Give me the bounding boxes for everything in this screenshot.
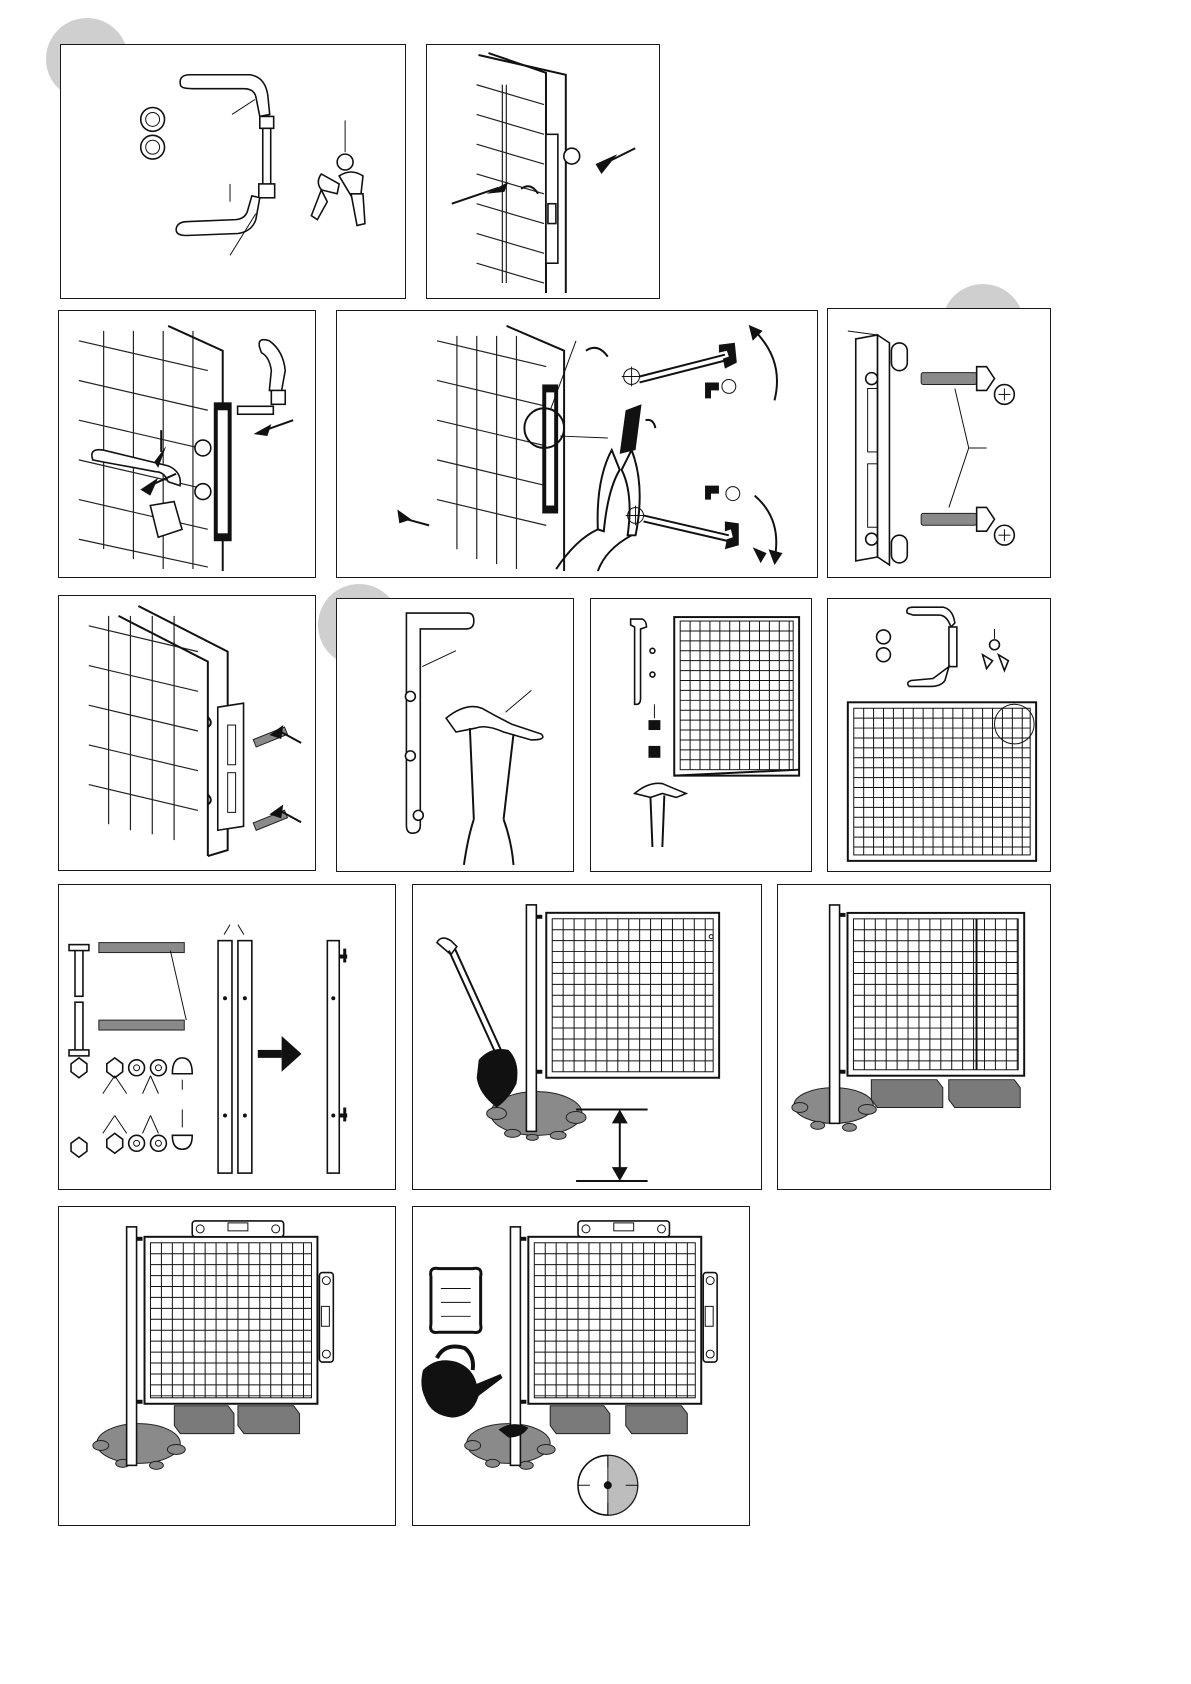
hinge-pin-icon — [337, 599, 573, 871]
gate-overview-icon — [828, 599, 1050, 871]
panel-striker-mount — [58, 595, 316, 871]
panel-concrete-pour — [412, 1206, 750, 1526]
panel-hinge-gate — [590, 598, 812, 872]
striker-plate-screws-icon — [828, 309, 1050, 577]
panel-post-hardware — [58, 884, 396, 1190]
gate-leveling-icon — [59, 1207, 395, 1525]
panel-gate-overview — [827, 598, 1051, 872]
lock-insertion-icon — [427, 45, 659, 298]
panel-handle-mounting — [58, 310, 316, 578]
hinge-on-gate-icon — [591, 599, 811, 871]
panel-gate-leveling — [58, 1206, 396, 1526]
panel-post-digging — [412, 884, 762, 1190]
handle-lock-kit-icon — [61, 45, 405, 298]
panel-gate-on-blocks — [777, 884, 1051, 1190]
panel-hinge-pin — [336, 598, 574, 872]
handle-mounting-icon — [59, 311, 315, 577]
post-digging-icon — [413, 885, 761, 1189]
panel-lock-in-frame — [426, 44, 660, 299]
gate-on-blocks-icon — [778, 885, 1050, 1189]
lock-adjust-pliers-icon — [337, 311, 817, 577]
panel-handle-kit — [60, 44, 406, 299]
striker-plate-mounting-icon — [59, 596, 315, 870]
panel-lock-adjust — [336, 310, 818, 578]
concrete-pour-icon — [413, 1207, 749, 1525]
panel-striker-screws — [827, 308, 1051, 578]
post-hardware-icon — [59, 885, 395, 1189]
